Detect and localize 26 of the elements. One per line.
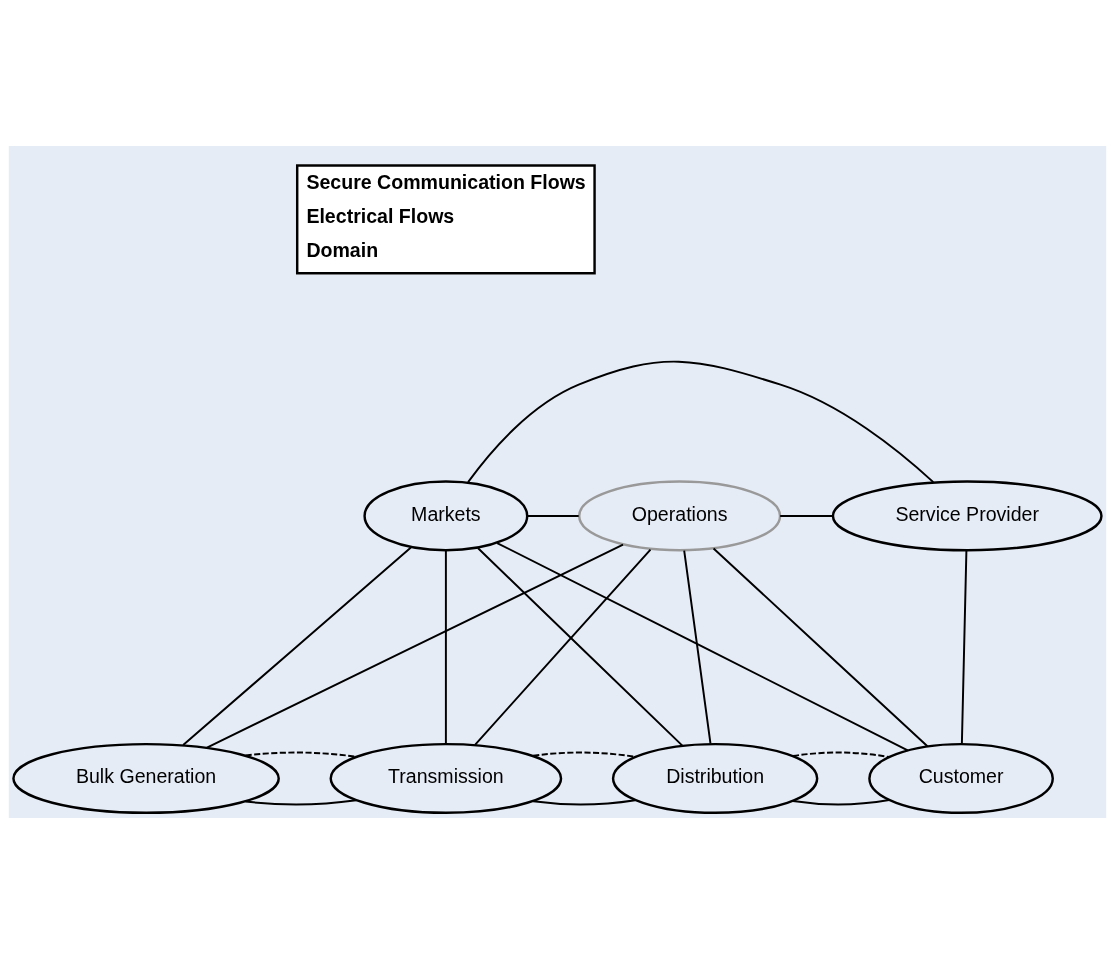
connector (444, 549, 447, 745)
connector (532, 799, 637, 806)
connector (467, 360, 935, 484)
connector (526, 514, 580, 517)
node-ellipse: Service Provider (831, 480, 1103, 552)
connector (244, 799, 358, 806)
connector (476, 547, 684, 747)
connector (683, 549, 712, 745)
node-ellipse: Distribution (611, 742, 819, 815)
legend-label: Secure Communication Flows (306, 170, 586, 193)
connector (712, 547, 929, 748)
node-ellipse: Bulk Generation (12, 742, 280, 815)
connector (206, 543, 624, 749)
connector (791, 799, 891, 806)
legend-label: Electrical Flows (306, 204, 455, 227)
connector (182, 546, 412, 747)
connector (496, 542, 909, 752)
node-ellipse: Operations (578, 480, 782, 552)
connector (960, 549, 968, 745)
connector (474, 548, 652, 746)
node-ellipse: Transmission (329, 742, 563, 815)
node-ellipse: Markets (363, 480, 529, 552)
connector (779, 514, 834, 517)
node-ellipse: Customer (868, 742, 1054, 815)
legend-label: Domain (306, 239, 379, 262)
connector (791, 751, 891, 758)
